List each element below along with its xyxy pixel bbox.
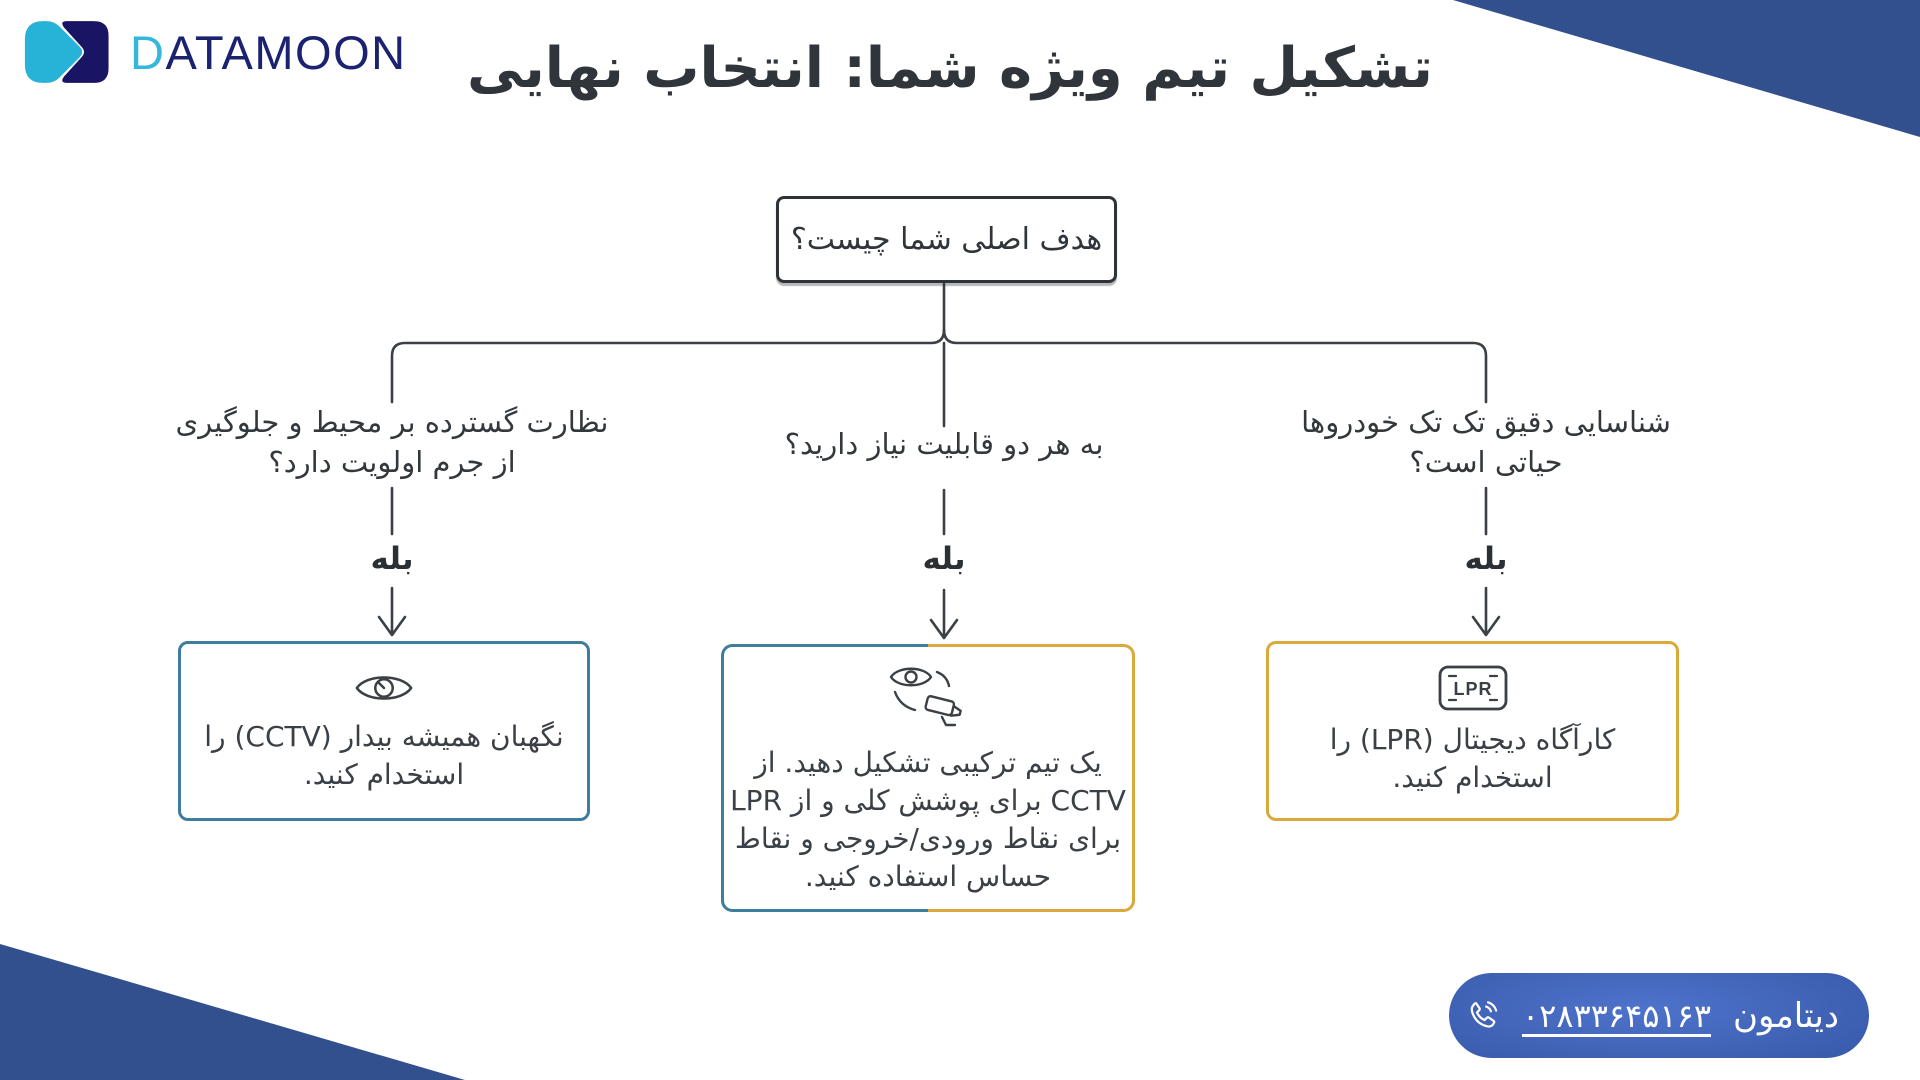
result-cctv-line2: استخدام کنید. (303, 758, 465, 791)
lpr-plate-label: LPR (1453, 679, 1492, 699)
arrow-down-mid (929, 588, 959, 640)
connector-brace-left (390, 328, 946, 404)
question-lpr-line1: شناسایی دقیق تک تک خودروها (1301, 405, 1671, 439)
result-lpr-text: کارآگاه دیجیتال (LPR) را استخدام کنید. (1330, 721, 1616, 797)
contact-company-label: دیتامون (1733, 995, 1839, 1036)
question-combo-line1: به هر دو قابلیت نیاز دارید؟ (784, 427, 1104, 461)
result-lpr-line1: کارآگاه دیجیتال (LPR) را (1329, 722, 1616, 756)
corner-triangle-bottom-left (0, 944, 465, 1080)
result-combo-line4: حساس استفاده کنید. (804, 860, 1052, 894)
eye-icon (355, 676, 413, 700)
result-combo-line2: CCTV برای پوشش کلی و از LPR (730, 783, 1126, 817)
result-box-combo: یک تیم ترکیبی تشکیل دهید. از CCTV برای پ… (721, 644, 1135, 912)
corner-triangle-top-right (1453, 0, 1920, 137)
logo-wordmark: DATAMOON (130, 29, 407, 76)
result-combo-text: یک تیم ترکیبی تشکیل دهید. از CCTV برای پ… (730, 744, 1126, 896)
yes-label-cctv: بله (370, 541, 414, 577)
result-cctv-line1: نگهبان همیشه بیدار (CCTV) را (204, 719, 564, 753)
lpr-plate-icon: LPR (1438, 665, 1507, 711)
datamoon-logo: DATAMOON (14, 10, 407, 94)
page-title: تشکیل تیم ویژه شما: انتخاب نهایی (467, 36, 1433, 101)
result-box-cctv: نگهبان همیشه بیدار (CCTV) را استخدام کنی… (178, 641, 590, 821)
contact-pill[interactable]: دیتامون ۰۲۸۳۳۶۴۵۱۶۳ (1449, 973, 1869, 1058)
combo-box-frame (721, 644, 1135, 912)
question-combo: به هر دو قابلیت نیاز دارید؟ (785, 424, 1104, 464)
result-box-lpr: LPR کارآگاه دیجیتال (LPR) را استخدام کنی… (1266, 641, 1679, 821)
question-lpr: شناسایی دقیق تک تک خودروها حیاتی است؟ (1301, 402, 1671, 482)
yes-label-lpr: بله (1464, 541, 1508, 577)
question-cctv: نظارت گسترده بر محیط و جلوگیری از جرم او… (175, 402, 608, 482)
eye-camera-icon (889, 667, 962, 727)
root-question-label: هدف اصلی شما چیست؟ (790, 222, 1103, 257)
phone-icon (1470, 1000, 1498, 1028)
result-combo-line1: یک تیم ترکیبی تشکیل دهید. از (754, 745, 1102, 779)
result-lpr-line2: استخدام کنید. (1392, 761, 1553, 794)
question-cctv-line1: نظارت گسترده بر محیط و جلوگیری (175, 405, 609, 439)
root-question-box: هدف اصلی شما چیست؟ (776, 196, 1117, 283)
logo-mark-cyan-arrow (24, 21, 83, 83)
yes-label-combo: بله (922, 541, 966, 577)
result-cctv-text: نگهبان همیشه بیدار (CCTV) را استخدام کنی… (204, 718, 563, 794)
question-cctv-line2: از جرم اولویت دارد؟ (268, 445, 516, 480)
datamoon-logo-icon (24, 21, 109, 83)
logo-letters-rest: ATAMOON (165, 25, 407, 79)
arrow-down-left (377, 586, 407, 637)
question-lpr-line2: حیاتی است؟ (1409, 445, 1563, 480)
arrow-down-right (1471, 586, 1501, 637)
contact-phone-link[interactable]: ۰۲۸۳۳۶۴۵۱۶۳ (1521, 996, 1712, 1035)
logo-mark-navy-bracket (62, 21, 109, 83)
connector-brace-right (942, 328, 1488, 404)
result-combo-line3: برای نقاط ورودی/خروجی و نقاط (734, 822, 1122, 855)
logo-letter-d: D (130, 25, 166, 79)
